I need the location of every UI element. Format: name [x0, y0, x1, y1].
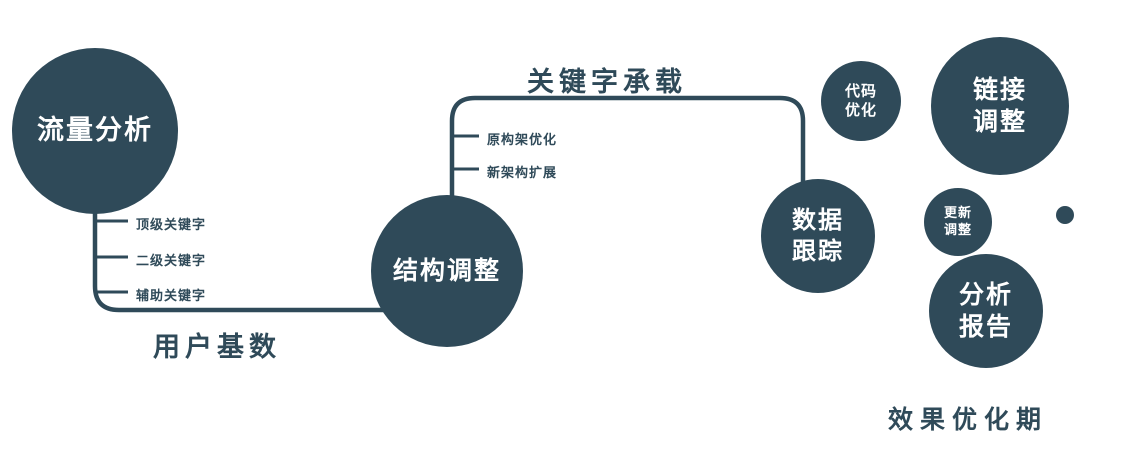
- node-analysis-report-line1: 分析: [958, 280, 1013, 309]
- node-analysis-report-line2: 报告: [958, 313, 1013, 341]
- node-traffic-analysis: 流量分析: [12, 48, 178, 214]
- branch-new-arch-expand: 新架构扩展: [487, 165, 558, 180]
- branch-secondary-keywords: 二级关键字: [136, 253, 207, 268]
- node-code-optimize-line2: 优化: [844, 102, 877, 119]
- node-link-adjust-line2: 调整: [972, 108, 1027, 136]
- node-traffic-analysis-label: 流量分析: [37, 115, 153, 146]
- node-data-tracking-line1: 数据: [792, 206, 844, 234]
- node-link-adjust-line1: 链接: [972, 75, 1027, 104]
- node-structure-adjust: 结构调整: [371, 195, 523, 347]
- node-data-tracking-line2: 跟踪: [792, 238, 844, 265]
- node-analysis-report: 分析 报告: [929, 254, 1043, 368]
- branch-original-arch-optimize: 原构架优化: [487, 132, 558, 147]
- node-update-adjust-line2: 调整: [943, 222, 972, 237]
- node-code-optimize-line1: 代码: [844, 82, 877, 100]
- node-update-adjust-line1: 更新: [943, 205, 972, 221]
- label-user-base: 用户基数: [153, 332, 281, 362]
- node-code-optimize: 代码 优化: [821, 61, 901, 141]
- connector-bottom: [92, 198, 396, 313]
- branch-top-keywords: 顶级关键字: [136, 217, 207, 232]
- node-small-dot: [1056, 206, 1074, 224]
- label-effect-period: 效果优化期: [888, 406, 1049, 434]
- node-link-adjust: 链接 调整: [931, 37, 1069, 175]
- node-data-tracking: 数据 跟踪: [761, 179, 875, 293]
- branch-auxiliary-keywords: 辅助关键字: [136, 288, 207, 303]
- node-update-adjust: 更新 调整: [924, 188, 992, 256]
- label-keyword-carry: 关键字承载: [527, 67, 687, 97]
- node-structure-adjust-label: 结构调整: [392, 256, 501, 285]
- connector-top: [449, 95, 806, 198]
